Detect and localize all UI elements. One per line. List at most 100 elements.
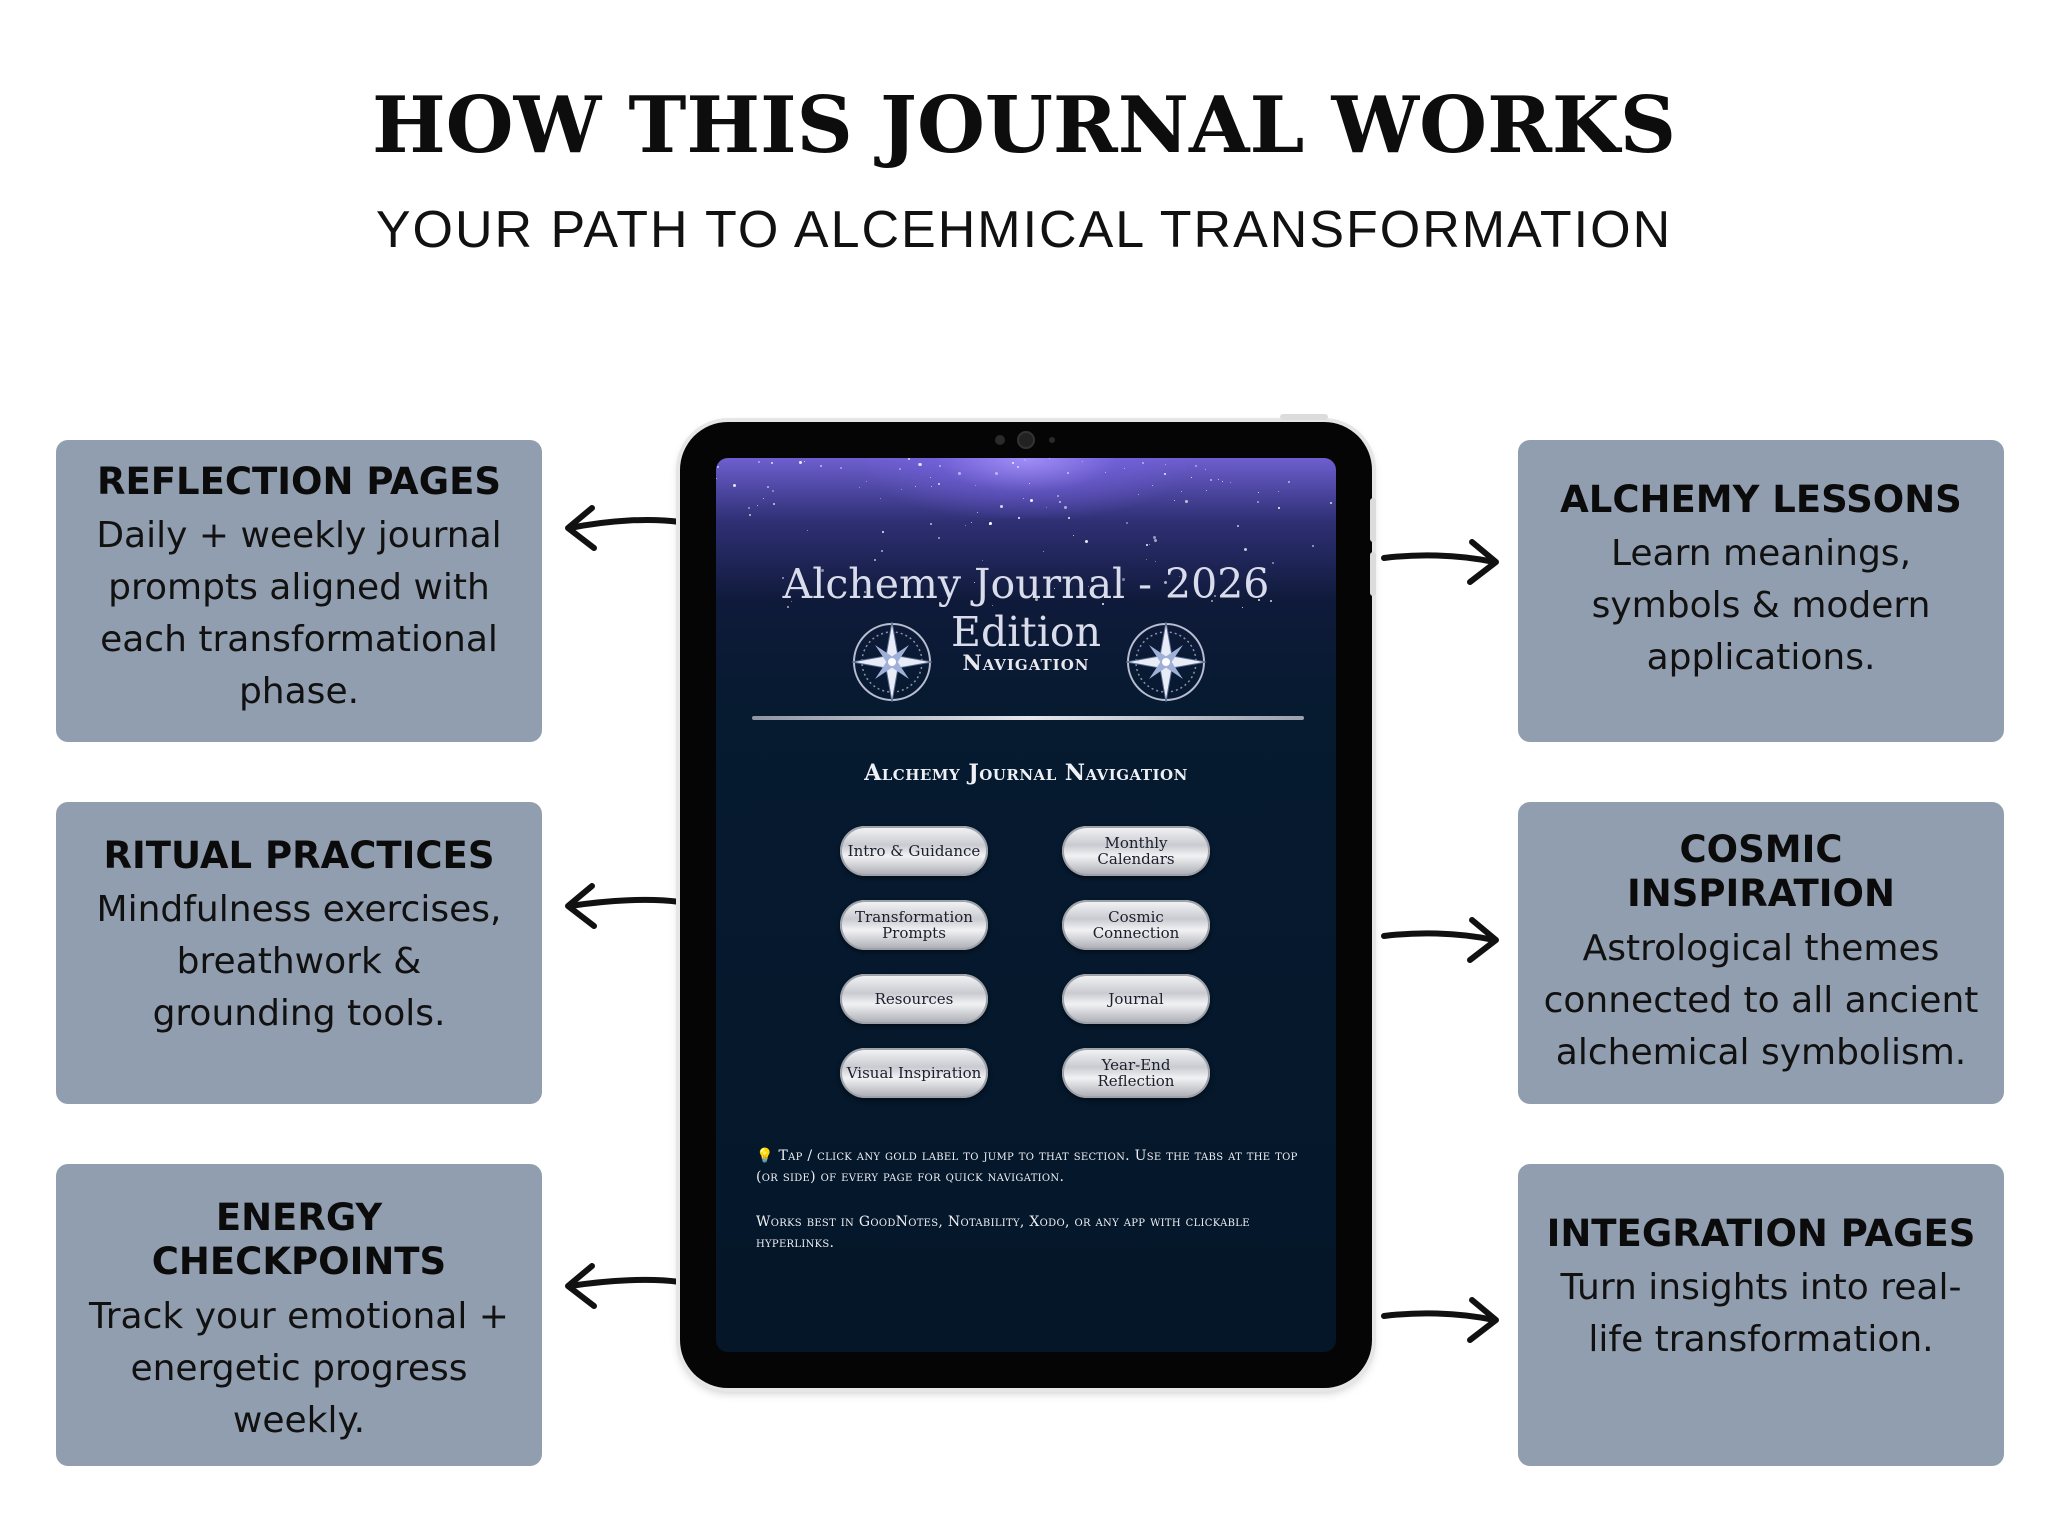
nav-button-transformation-prompts[interactable]: Transformation Prompts — [840, 900, 988, 950]
star — [770, 461, 773, 464]
star — [1204, 468, 1206, 470]
star — [787, 605, 790, 608]
star — [1154, 539, 1158, 543]
star — [1000, 505, 1004, 509]
card-title: INTEGRATION PAGES — [1546, 1212, 1976, 1255]
nav-button-monthly-calendars[interactable]: Monthly Calendars — [1062, 826, 1210, 876]
nav-button-resources[interactable]: Resources — [840, 974, 988, 1024]
star — [1145, 558, 1147, 560]
star — [992, 604, 994, 606]
star — [1145, 543, 1148, 546]
star — [1236, 524, 1239, 527]
arrow-left-icon — [565, 883, 683, 929]
star — [931, 486, 933, 488]
nav-button-year-end-reflection[interactable]: Year-End Reflection — [1062, 1048, 1210, 1098]
star — [748, 506, 751, 509]
star — [1163, 580, 1167, 584]
star — [1081, 461, 1083, 463]
star — [977, 512, 979, 513]
star — [1185, 500, 1189, 504]
star — [1016, 466, 1019, 469]
star — [965, 524, 967, 526]
star — [819, 465, 822, 468]
star — [908, 458, 911, 461]
star — [757, 504, 759, 506]
star — [1210, 479, 1213, 482]
card-title: COSMIC INSPIRATION — [1627, 828, 1895, 916]
star — [1287, 481, 1290, 484]
card-title: RITUAL PRACTICES — [103, 834, 495, 877]
star — [1023, 498, 1025, 500]
star — [995, 471, 999, 475]
star — [937, 537, 940, 540]
camera-icon — [995, 431, 1055, 449]
arrow-right-icon — [1381, 917, 1499, 963]
card-text: Track your emotional + energetic progres… — [89, 1295, 509, 1441]
star — [1012, 462, 1015, 465]
star — [981, 560, 983, 562]
tablet-screen: Alchemy Journal - 2026 Edition Navigatio… — [716, 458, 1336, 1352]
navigation-tip: 💡 Tap / click any gold label to jump to … — [756, 1148, 1298, 1185]
star — [1241, 606, 1243, 608]
card-integration-pages: INTEGRATION PAGES Turn insights into rea… — [1518, 1164, 2004, 1466]
star — [1206, 490, 1208, 492]
star — [733, 483, 737, 487]
page-title: HOW THIS JOURNAL WORKS — [371, 80, 1677, 171]
star — [881, 550, 884, 553]
star — [1312, 544, 1315, 547]
page-subtitle: YOUR PATH TO ALCEHMICAL TRANSFORMATION — [375, 201, 1673, 259]
star — [989, 521, 993, 525]
nebula-glow — [866, 458, 1186, 518]
card-title: ENERGY CHECKPOINTS — [151, 1196, 447, 1284]
tablet-side-button — [1370, 498, 1376, 542]
card-ritual-practices: RITUAL PRACTICES Mindfulness exercises, … — [56, 802, 542, 1104]
star — [1084, 540, 1088, 544]
star — [1087, 586, 1089, 588]
star — [1072, 534, 1074, 536]
star — [1102, 602, 1105, 605]
star — [1218, 479, 1220, 481]
star — [1256, 500, 1259, 503]
star — [974, 485, 976, 487]
divider — [752, 716, 1304, 720]
star — [762, 498, 764, 500]
nav-button-cosmic-connection[interactable]: Cosmic Connection — [1062, 900, 1210, 950]
star — [1277, 490, 1279, 492]
star — [1163, 473, 1166, 476]
star — [748, 514, 751, 517]
card-text: Mindfulness exercises, breathwork & grou… — [96, 889, 502, 1035]
tablet-device: Alchemy Journal - 2026 Edition Navigatio… — [680, 414, 1376, 1388]
star — [863, 590, 866, 593]
star — [1121, 577, 1125, 581]
star — [766, 486, 769, 489]
arrow-left-icon — [565, 1263, 683, 1309]
star — [929, 522, 932, 525]
card-energy-checkpoints: ENERGY CHECKPOINTS Track your emotional … — [56, 1164, 542, 1466]
star — [1059, 500, 1062, 503]
star — [1029, 498, 1033, 502]
nav-heading: Alchemy Journal Navigation — [864, 760, 1188, 786]
star — [1105, 472, 1107, 474]
star — [898, 467, 901, 470]
star — [917, 463, 921, 467]
nav-button-journal[interactable]: Journal — [1062, 974, 1210, 1024]
star — [782, 577, 785, 580]
card-text: Turn insights into real-life transformat… — [1560, 1267, 1962, 1361]
star — [1063, 505, 1067, 509]
star — [914, 486, 916, 488]
nav-button-intro-guidance[interactable]: Intro & Guidance — [840, 826, 988, 876]
star — [973, 581, 975, 583]
arrow-right-icon — [1381, 539, 1499, 585]
nav-button-visual-inspiration[interactable]: Visual Inspiration — [840, 1048, 988, 1098]
tablet-side-button — [1370, 552, 1376, 596]
star — [1258, 492, 1260, 494]
star — [1271, 561, 1274, 564]
star — [1164, 464, 1166, 466]
star — [988, 524, 990, 526]
star — [929, 582, 932, 585]
star — [1125, 521, 1128, 524]
star — [716, 466, 719, 469]
star — [879, 498, 881, 500]
star — [866, 480, 868, 482]
star — [858, 486, 860, 488]
